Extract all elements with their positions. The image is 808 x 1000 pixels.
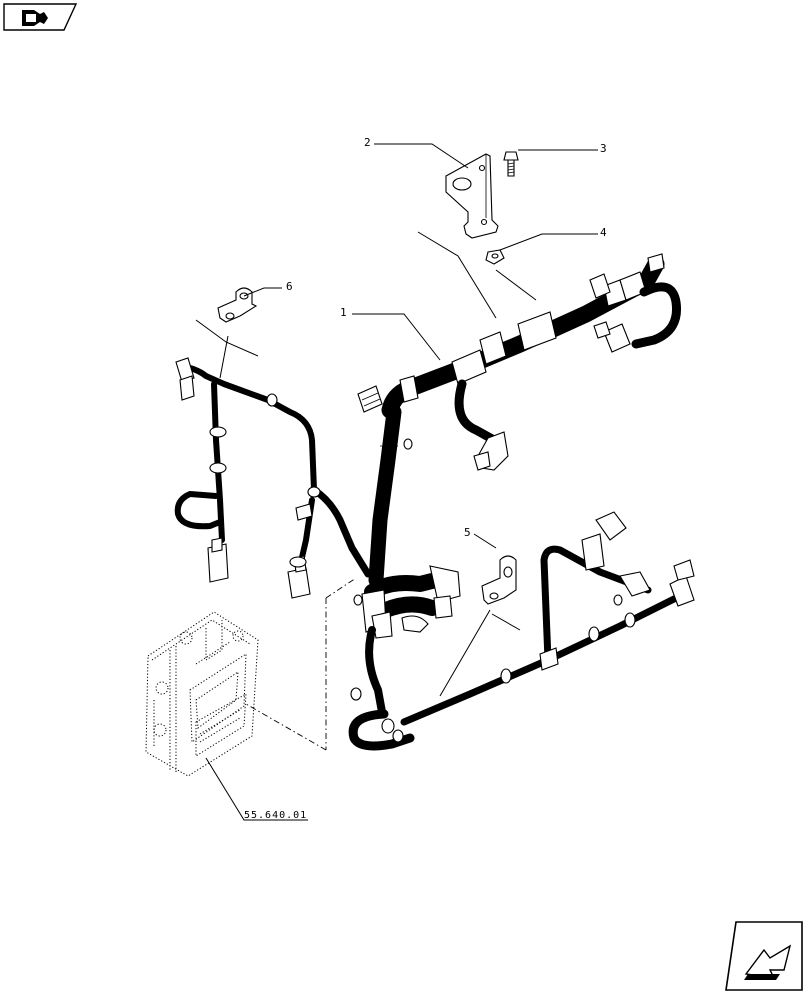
harness-branch-center[interactable] bbox=[454, 379, 509, 471]
callout-3: 3 bbox=[600, 142, 607, 155]
harness-vertical-trunk[interactable] bbox=[368, 404, 413, 588]
harness-lower-loop[interactable] bbox=[348, 626, 415, 751]
bolt-part[interactable] bbox=[503, 151, 519, 177]
callout-4: 4 bbox=[600, 226, 607, 239]
callout-5: 5 bbox=[464, 526, 471, 539]
book-arrow-icon[interactable] bbox=[3, 3, 78, 31]
harness-lower-rail[interactable] bbox=[400, 511, 695, 726]
harness-lower-assembly[interactable] bbox=[353, 565, 461, 639]
callout-2: 2 bbox=[364, 136, 371, 149]
callout-1: 1 bbox=[340, 306, 347, 319]
next-page-arrow-icon[interactable] bbox=[725, 921, 803, 991]
harness-branch-right[interactable] bbox=[593, 282, 682, 353]
callout-leaders bbox=[195, 143, 598, 697]
ecu-reference-frame bbox=[245, 577, 357, 751]
main-harness-trunk[interactable] bbox=[357, 253, 665, 419]
ecu-reference-label: 55.640.01 bbox=[244, 810, 307, 821]
clamp-part-5[interactable] bbox=[481, 555, 517, 605]
bracket-part[interactable] bbox=[445, 153, 499, 239]
ecu-ref-leader bbox=[205, 757, 308, 821]
callout-6: 6 bbox=[286, 280, 293, 293]
nut-part[interactable] bbox=[485, 249, 505, 265]
ecu-module bbox=[145, 611, 259, 777]
clamp-part-6[interactable] bbox=[217, 287, 258, 323]
left-sub-harness[interactable] bbox=[174, 357, 372, 599]
